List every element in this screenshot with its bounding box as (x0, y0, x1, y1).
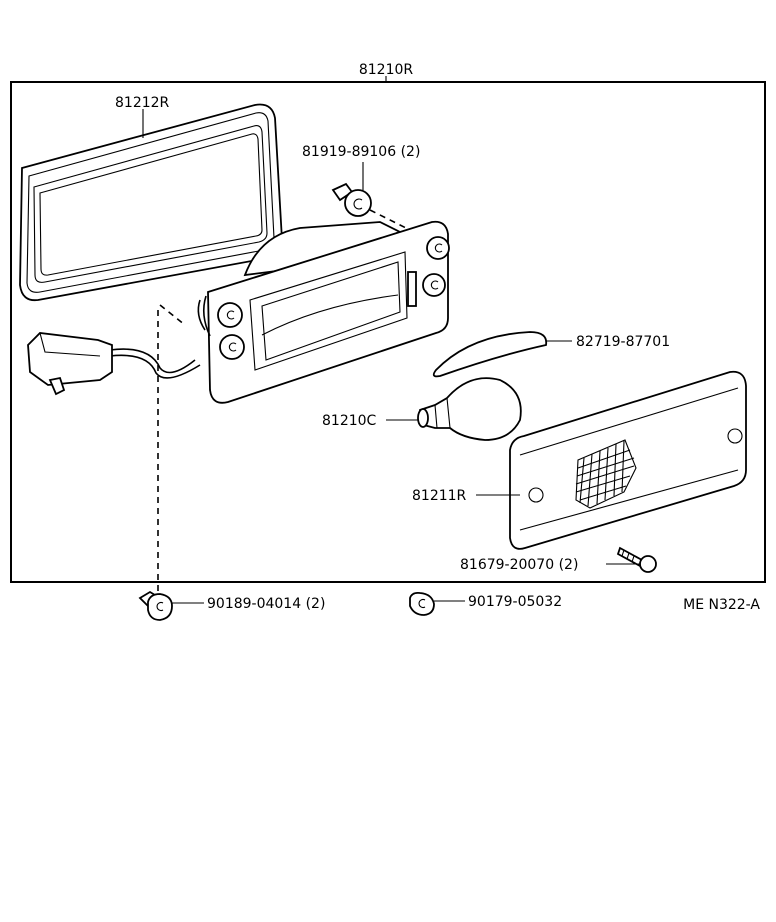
bracket-clip-label: 81919-89106 (2) (302, 144, 420, 160)
nut-left-part (138, 590, 173, 621)
diagram-code: ME N322-A (683, 597, 760, 613)
lens-shade-part (432, 331, 548, 378)
nut-right-label: 90179-05032 (468, 594, 562, 610)
connector-dash (159, 304, 186, 326)
lamp-housing-part (197, 220, 450, 404)
lens-grid (575, 439, 637, 509)
bulb-label: 81210C (322, 413, 377, 429)
gasket-part (19, 103, 283, 302)
nut-right-part (409, 591, 435, 616)
lens-part (509, 370, 747, 550)
assembly-label: 81210R (359, 62, 414, 78)
screw-label: 81679-20070 (2) (460, 557, 578, 573)
lens-shade-label: 82719-87701 (576, 334, 670, 350)
connector-part (27, 332, 201, 396)
gasket-label: 81212R (115, 95, 170, 111)
screw-part (616, 546, 657, 573)
bracket-clip-part (331, 182, 372, 217)
bulb-part (417, 377, 522, 441)
assembly-frame (10, 81, 766, 583)
bracket-clip-dash (369, 209, 411, 231)
nut-left-label: 90189-04014 (2) (207, 596, 325, 612)
lens-label: 81211R (412, 488, 467, 504)
